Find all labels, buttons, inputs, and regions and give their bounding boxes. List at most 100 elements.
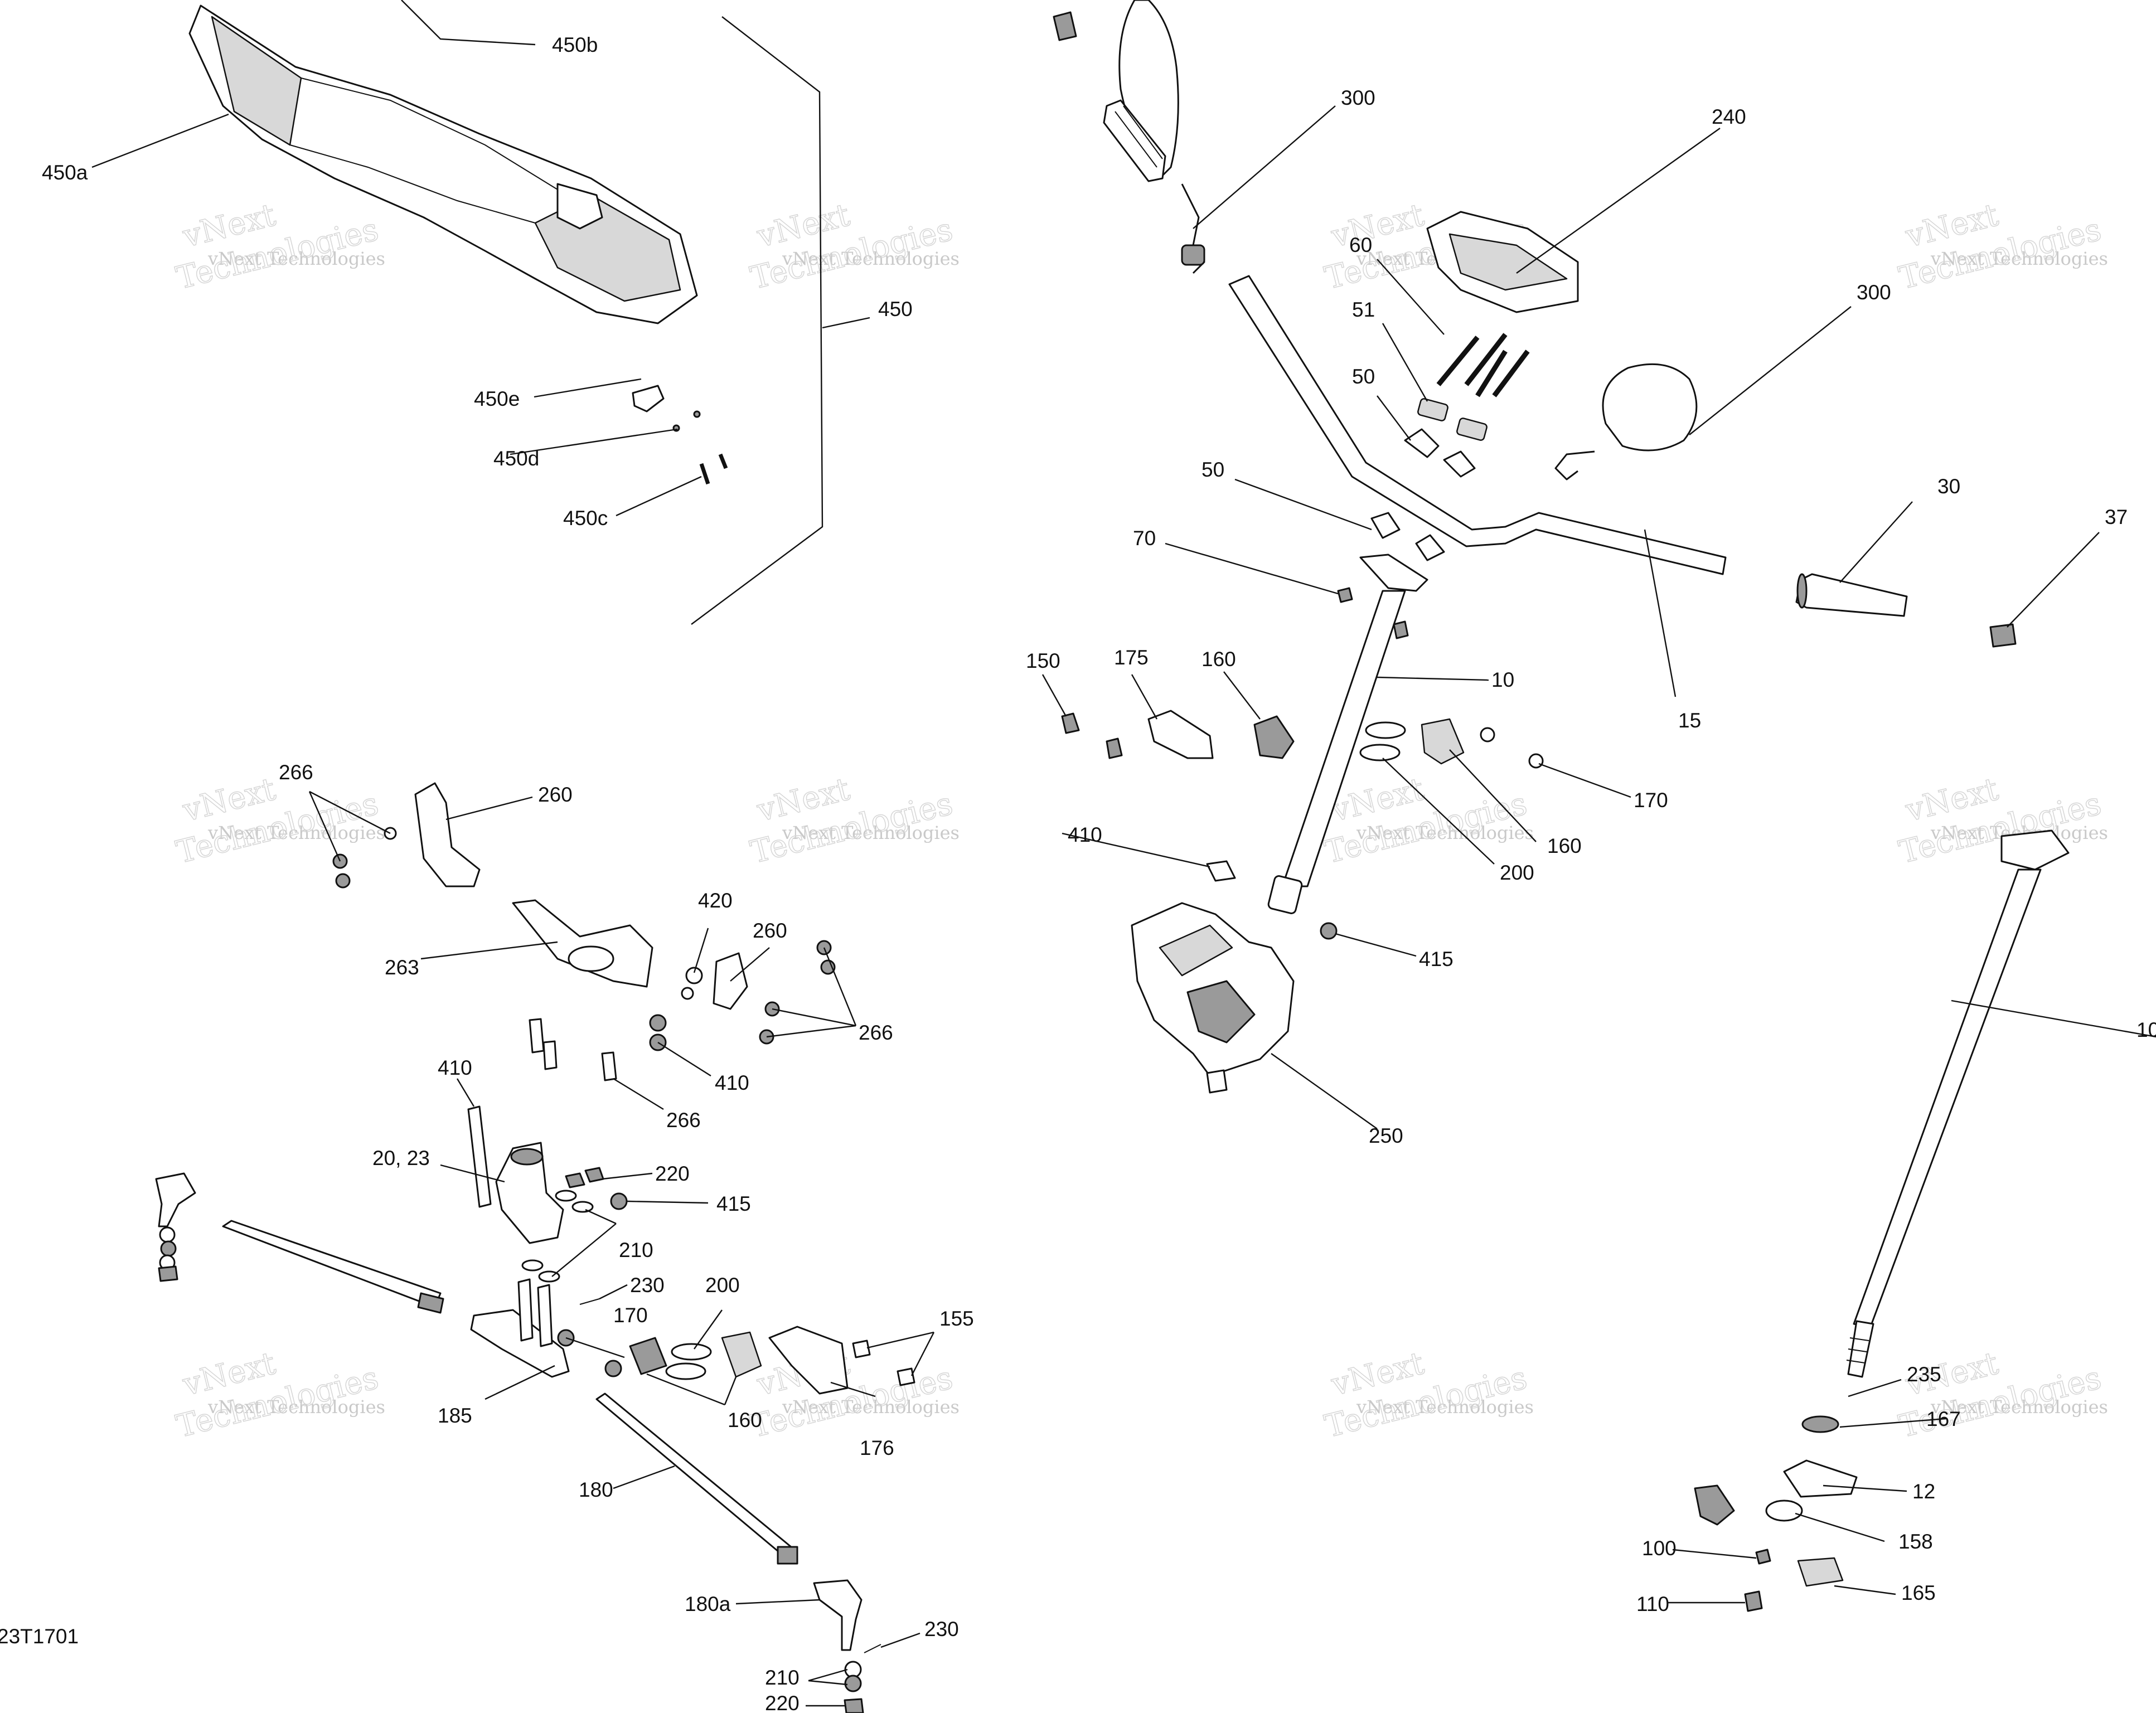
- leader-70: [1165, 542, 1339, 595]
- ring-200: [1359, 744, 1401, 761]
- leader-210: [808, 1668, 848, 1682]
- washer-210: [555, 1190, 577, 1202]
- callout-420: 420: [698, 889, 733, 912]
- callout-30: 30: [1937, 475, 1960, 498]
- arm-12: [1783, 1459, 1858, 1498]
- leader-15: [1644, 529, 1677, 697]
- bar-end-cap: [1053, 11, 1077, 41]
- watermark: vNext vNext Technologies Technologies: [747, 196, 960, 297]
- leader-12: [1823, 1484, 1907, 1492]
- nut-70: [1393, 620, 1409, 639]
- nut-220: [844, 1698, 864, 1713]
- leader-420: [693, 928, 709, 973]
- leader-450e: [534, 378, 642, 398]
- leader-450: [822, 317, 870, 329]
- callout-230: 230: [630, 1274, 665, 1297]
- leader-10: [1951, 999, 2156, 1038]
- leader-415: [1335, 933, 1417, 957]
- callout-50: 50: [1352, 365, 1375, 388]
- callout-labels: 450b 450a 450 450e 450d 450c 300 240 60 …: [0, 33, 2156, 1713]
- nut-110: [1744, 1590, 1763, 1612]
- nut-220: [565, 1172, 585, 1188]
- leader-160: [646, 1373, 725, 1406]
- leader-200: [694, 1309, 723, 1350]
- callout-266: 266: [279, 761, 313, 784]
- callout-235: 235: [1907, 1363, 1941, 1386]
- callout-20-23: 20, 23: [372, 1147, 430, 1170]
- bushing-160: [721, 1331, 762, 1378]
- leader-266: [772, 1008, 856, 1027]
- shaft-top-plate: [2000, 829, 2070, 871]
- leader-263: [420, 941, 558, 960]
- bushing-160: [629, 1337, 667, 1375]
- nut-415: [1320, 922, 1338, 940]
- callout-220: 220: [765, 1692, 800, 1713]
- shaft-spline-end: [1847, 1320, 1874, 1378]
- nut-170: [1528, 753, 1544, 769]
- leader-230: [599, 1284, 628, 1300]
- callout-37: 37: [2105, 506, 2128, 528]
- leader-160: [1449, 749, 1537, 842]
- nut-410: [649, 1014, 667, 1032]
- bar-end-cap-37: [1989, 623, 2017, 648]
- leader-170: [1538, 763, 1631, 798]
- watermark: vNext vNext Technologies Technologies: [172, 770, 385, 871]
- bracket-260: [414, 782, 481, 887]
- svg-text:vNext Technologies: vNext Technologies: [207, 1396, 385, 1418]
- leader-150: [1041, 674, 1067, 717]
- callout-60: 60: [1349, 234, 1372, 256]
- leader-185: [485, 1365, 555, 1400]
- ring-200: [671, 1343, 712, 1361]
- callout-266: 266: [859, 1021, 893, 1044]
- leader-170: [565, 1337, 625, 1358]
- nut-220: [584, 1167, 604, 1183]
- hand-guard-edge: [289, 144, 536, 224]
- bolt-266: [335, 873, 351, 889]
- callout-300: 300: [1857, 281, 1891, 304]
- leader-160: [1223, 671, 1261, 720]
- clip-450e: [632, 385, 665, 413]
- callout-450: 450: [878, 298, 913, 321]
- callout-266: 266: [666, 1109, 701, 1132]
- callout-176: 176: [860, 1437, 894, 1459]
- leader-20-23: [440, 1164, 505, 1183]
- callout-155: 155: [939, 1307, 974, 1330]
- callout-410: 410: [438, 1056, 472, 1079]
- steering-shaft-10: [1853, 868, 2042, 1328]
- bolt-60: [1436, 336, 1480, 386]
- leader-30: [1839, 501, 1913, 583]
- leader-210: [585, 1209, 617, 1225]
- callout-100: 100: [1642, 1537, 1677, 1560]
- output-shaft: [1206, 1069, 1228, 1094]
- bushing: [1694, 1484, 1735, 1526]
- leader-410: [456, 1078, 475, 1107]
- nut-170: [1480, 727, 1495, 743]
- callout-170: 170: [1634, 789, 1668, 812]
- tie-rod-180-end: [777, 1546, 798, 1565]
- watermark: vNext vNext Technologies Technologies: [172, 196, 385, 297]
- washer-210: [844, 1675, 862, 1692]
- clamp-50: [1415, 534, 1445, 561]
- bracket-263-hole: [568, 945, 614, 972]
- bushing-165: [1797, 1557, 1844, 1587]
- leader-300: [1193, 105, 1336, 229]
- callout-410: 410: [715, 1071, 749, 1094]
- callout-230: 230: [924, 1618, 959, 1641]
- bolt-60: [1464, 333, 1508, 386]
- tie-rod-left-end: [417, 1292, 444, 1314]
- leader-60: [1377, 259, 1445, 335]
- steering-column-10: [1281, 590, 1406, 887]
- steering-shaft-assembly: [1667, 829, 2156, 1612]
- bolt-155: [852, 1340, 871, 1358]
- cotter-pin-230: [579, 1298, 600, 1305]
- svg-text:vNext Technologies: vNext Technologies: [1356, 822, 1534, 843]
- bolt-155: [897, 1367, 915, 1386]
- callout-410: 410: [1068, 823, 1102, 846]
- callout-170: 170: [613, 1304, 648, 1327]
- nut-70: [1337, 587, 1353, 603]
- svg-text:vNext Technologies: vNext Technologies: [207, 248, 385, 269]
- callout-10: 10: [2136, 1018, 2156, 1041]
- svg-text:vNext Technologies: vNext Technologies: [207, 822, 385, 843]
- washer: [160, 1240, 177, 1257]
